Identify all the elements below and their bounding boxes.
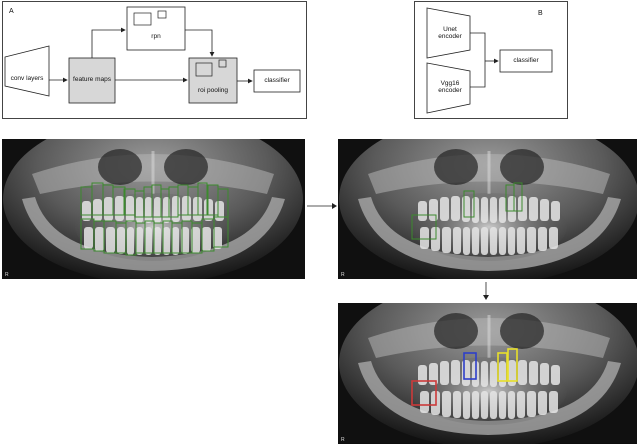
xray-filtered-detections: R — [338, 139, 637, 279]
conv-layers-node — [4, 45, 50, 97]
xray-image-2 — [338, 139, 637, 279]
rpn-label: rpn — [151, 33, 161, 40]
unet-encoder-label: Unet encoder — [438, 26, 462, 41]
xray-corner-mark-3: R — [341, 437, 345, 443]
xray-classified: R — [338, 303, 637, 444]
classifier-node-b — [499, 49, 553, 73]
xray-corner-mark-1: R — [5, 272, 9, 278]
diagram-panel-a: A conv layers feature maps rpn roi pooli… — [2, 1, 307, 119]
class-box-blue — [463, 352, 477, 380]
arrow-rpn-to-roi — [185, 29, 215, 57]
feature-maps-node — [68, 57, 116, 104]
diagram-panel-b: B Unet encoder Vgg16 encoder classifier — [414, 1, 568, 119]
detection-box — [213, 216, 229, 248]
vgg16-encoder-node — [426, 62, 471, 114]
xray-corner-mark-2: R — [341, 272, 345, 278]
panel-letter-a: A — [9, 8, 14, 15]
xray-image-3 — [338, 303, 637, 444]
detection-box — [513, 182, 523, 212]
roi-pooling-node — [188, 57, 238, 104]
arrow-right-icon — [307, 203, 337, 209]
panel-b-diagram — [426, 7, 553, 114]
unet-encoder-node — [426, 7, 471, 59]
connector-unet — [470, 32, 486, 61]
detection-box — [112, 186, 126, 216]
classifier-node-a — [253, 69, 301, 93]
detection-box — [197, 182, 208, 216]
class-box-yellow — [497, 352, 508, 382]
vgg16-encoder-label: Vgg16 encoder — [438, 80, 462, 95]
panel-letter-b: B — [538, 10, 543, 17]
feature-maps-label: feature maps — [73, 76, 111, 83]
classifier-label-b: classifier — [513, 57, 539, 64]
roi-pooling-label: roi pooling — [198, 87, 228, 94]
classifier-label-a: classifier — [264, 77, 290, 84]
detection-box — [411, 214, 437, 240]
detection-box — [463, 190, 475, 218]
class-box-red — [411, 380, 437, 406]
arrow-feature-to-rpn — [91, 27, 126, 58]
xray-image-1 — [2, 139, 305, 279]
connector-vgg16 — [470, 61, 486, 88]
xray-all-detections: R — [2, 139, 305, 279]
arrow-down-icon — [483, 282, 489, 300]
panel-a-diagram — [4, 6, 301, 104]
rpn-node — [126, 6, 186, 51]
conv-layers-label: conv layers — [10, 75, 44, 82]
class-box-yellow — [507, 348, 518, 382]
